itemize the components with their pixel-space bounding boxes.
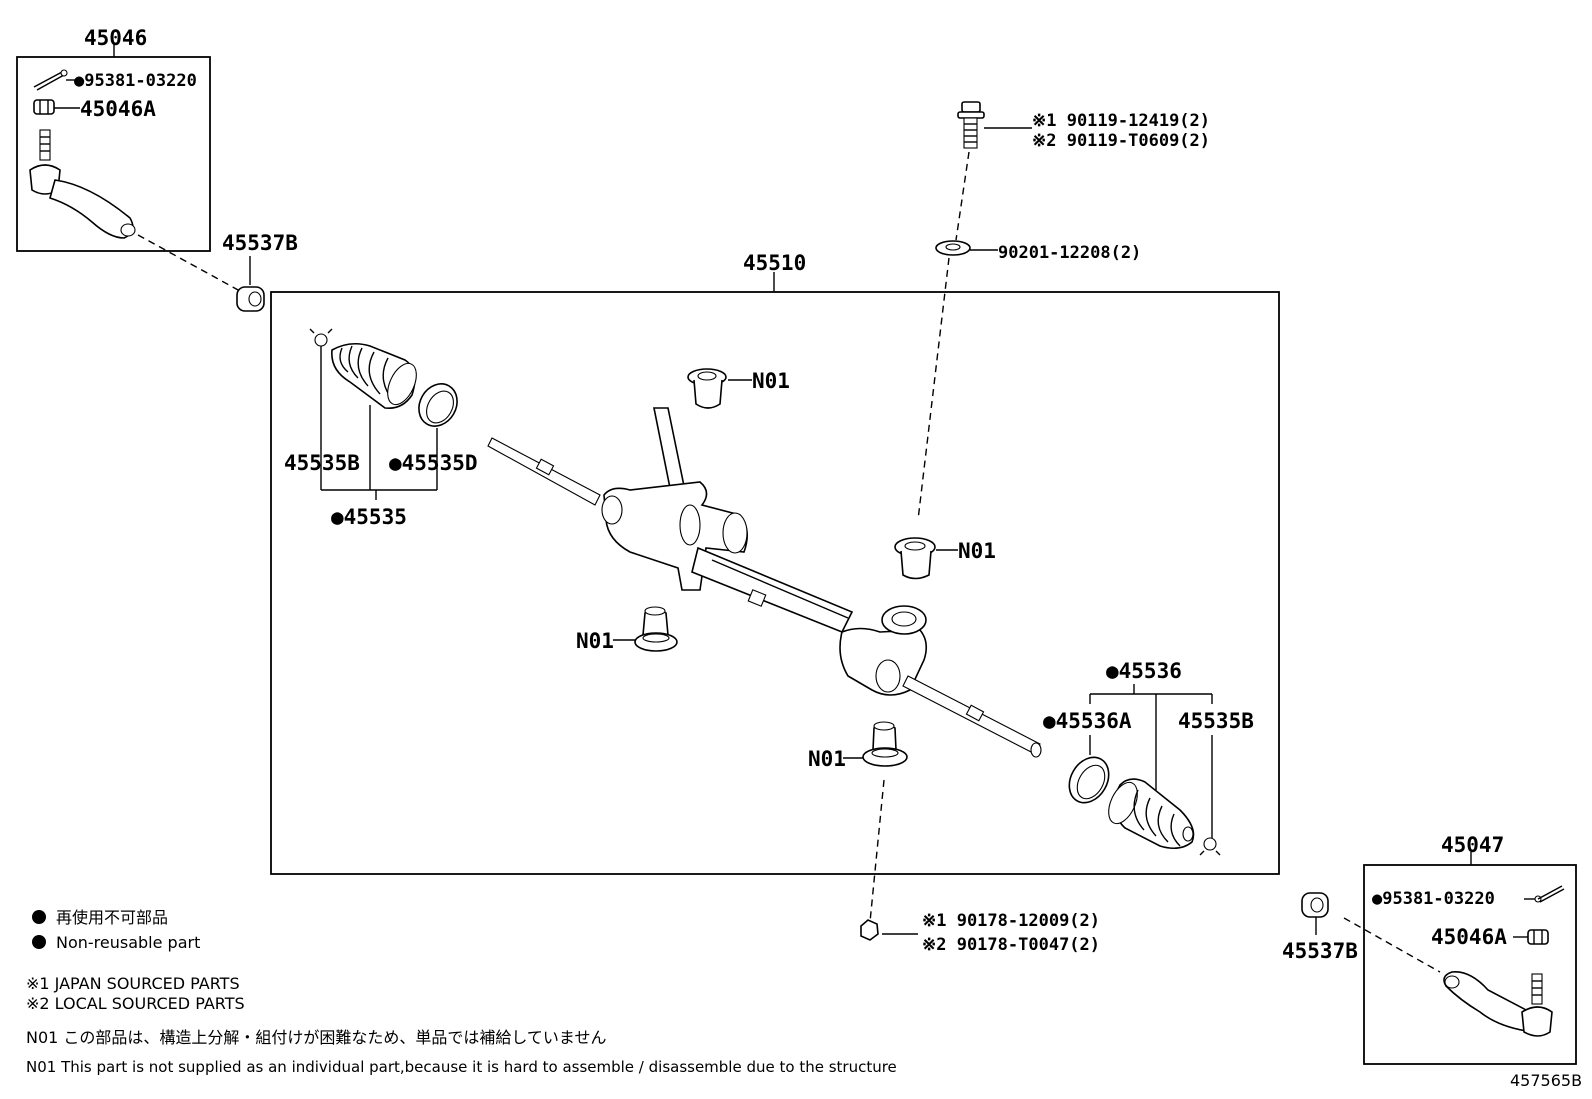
lock-nut-right-icon <box>1301 892 1329 918</box>
left-boot-icon <box>331 342 417 410</box>
callout-nut-local[interactable]: ※2 90178-T0047(2) <box>922 935 1100 955</box>
nonreusable-bullet-en-icon <box>32 935 46 949</box>
right-tie-rod-end-box <box>1363 864 1577 1065</box>
n01-bushing-right-icon <box>894 537 936 580</box>
steering-rack-icon <box>487 407 1042 758</box>
n01-bushing-left-icon <box>634 606 678 652</box>
right-boot-icon <box>1108 778 1195 850</box>
right-tie-rod-end-group: 45047 ●95381-03220 45046A <box>1363 833 1577 1065</box>
right-boot-ring-icon <box>1068 756 1110 804</box>
n01-bushing-bottom-icon <box>862 721 908 767</box>
callout-bolt-local[interactable]: ※2 90119-T0609(2) <box>1032 131 1210 151</box>
cotter-pin-right-icon <box>1534 885 1565 903</box>
legend-local-sourced: ※2 LOCAL SOURCED PARTS <box>26 994 245 1013</box>
tie-rod-end-right-icon <box>1443 971 1553 1037</box>
washer-icon <box>935 240 971 256</box>
rack-assy-box <box>270 291 1280 875</box>
callout-45537b-left[interactable]: 45537B <box>222 231 298 255</box>
left-boot-clip-icon <box>309 328 333 347</box>
castle-nut-left-icon <box>33 99 55 115</box>
callout-45536a[interactable]: ●45536A <box>1043 709 1132 733</box>
legend-nonreusable-en: Non-reusable part <box>56 933 200 952</box>
left-boot-ring-icon <box>418 383 458 427</box>
callout-45046a-left[interactable]: 45046A <box>80 97 156 121</box>
callout-45510[interactable]: 45510 <box>743 251 806 275</box>
callout-washer[interactable]: 90201-12208(2) <box>998 243 1141 263</box>
callout-45537b-right[interactable]: 45537B <box>1282 939 1358 963</box>
left-tie-rod-end-group: 45046 ●95381-03220 45046A <box>16 26 211 252</box>
legend-n01-en: N01 This part is not supplied as an indi… <box>26 1058 897 1076</box>
callout-45047[interactable]: 45047 <box>1441 833 1504 857</box>
legend-japan-sourced: ※1 JAPAN SOURCED PARTS <box>26 974 240 993</box>
castle-nut-right-icon <box>1527 929 1549 945</box>
nonreusable-bullet-jp-icon <box>32 910 46 924</box>
callout-45536[interactable]: ●45536 <box>1106 659 1182 683</box>
callout-45535d[interactable]: ●45535D <box>389 451 478 475</box>
lock-nut-left-icon <box>236 286 265 312</box>
callout-n01-bottom[interactable]: N01 <box>808 747 846 771</box>
flange-nut-icon <box>860 919 879 941</box>
callout-45046[interactable]: 45046 <box>84 26 147 50</box>
bolt-icon <box>957 101 985 149</box>
right-boot-clip-icon <box>1199 837 1221 856</box>
callout-45046a-right[interactable]: 45046A <box>1431 925 1507 949</box>
callout-95381-03220-left[interactable]: ●95381-03220 <box>74 71 197 91</box>
legend-n01-jp: N01 この部品は、構造上分解・組付けが困難なため、単品では補給していません <box>26 1028 606 1047</box>
callout-45535b-right[interactable]: 45535B <box>1178 709 1254 733</box>
callout-n01-top[interactable]: N01 <box>752 369 790 393</box>
tie-rod-end-left-icon <box>29 129 136 239</box>
callout-nut-japan[interactable]: ※1 90178-12009(2) <box>922 911 1100 931</box>
callout-95381-03220-right[interactable]: ●95381-03220 <box>1372 889 1495 909</box>
cotter-pin-left-icon <box>33 69 68 91</box>
legend-nonreusable-jp: 再使用不可部品 <box>56 908 168 927</box>
callout-bolt-japan[interactable]: ※1 90119-12419(2) <box>1032 111 1210 131</box>
callout-45535b-left[interactable]: 45535B <box>284 451 360 475</box>
n01-bushing-top-icon <box>687 368 727 409</box>
callout-n01-right[interactable]: N01 <box>958 539 996 563</box>
figure-id: 457565B <box>1510 1071 1582 1090</box>
callout-n01-left[interactable]: N01 <box>576 629 614 653</box>
callout-45535[interactable]: ●45535 <box>331 505 407 529</box>
